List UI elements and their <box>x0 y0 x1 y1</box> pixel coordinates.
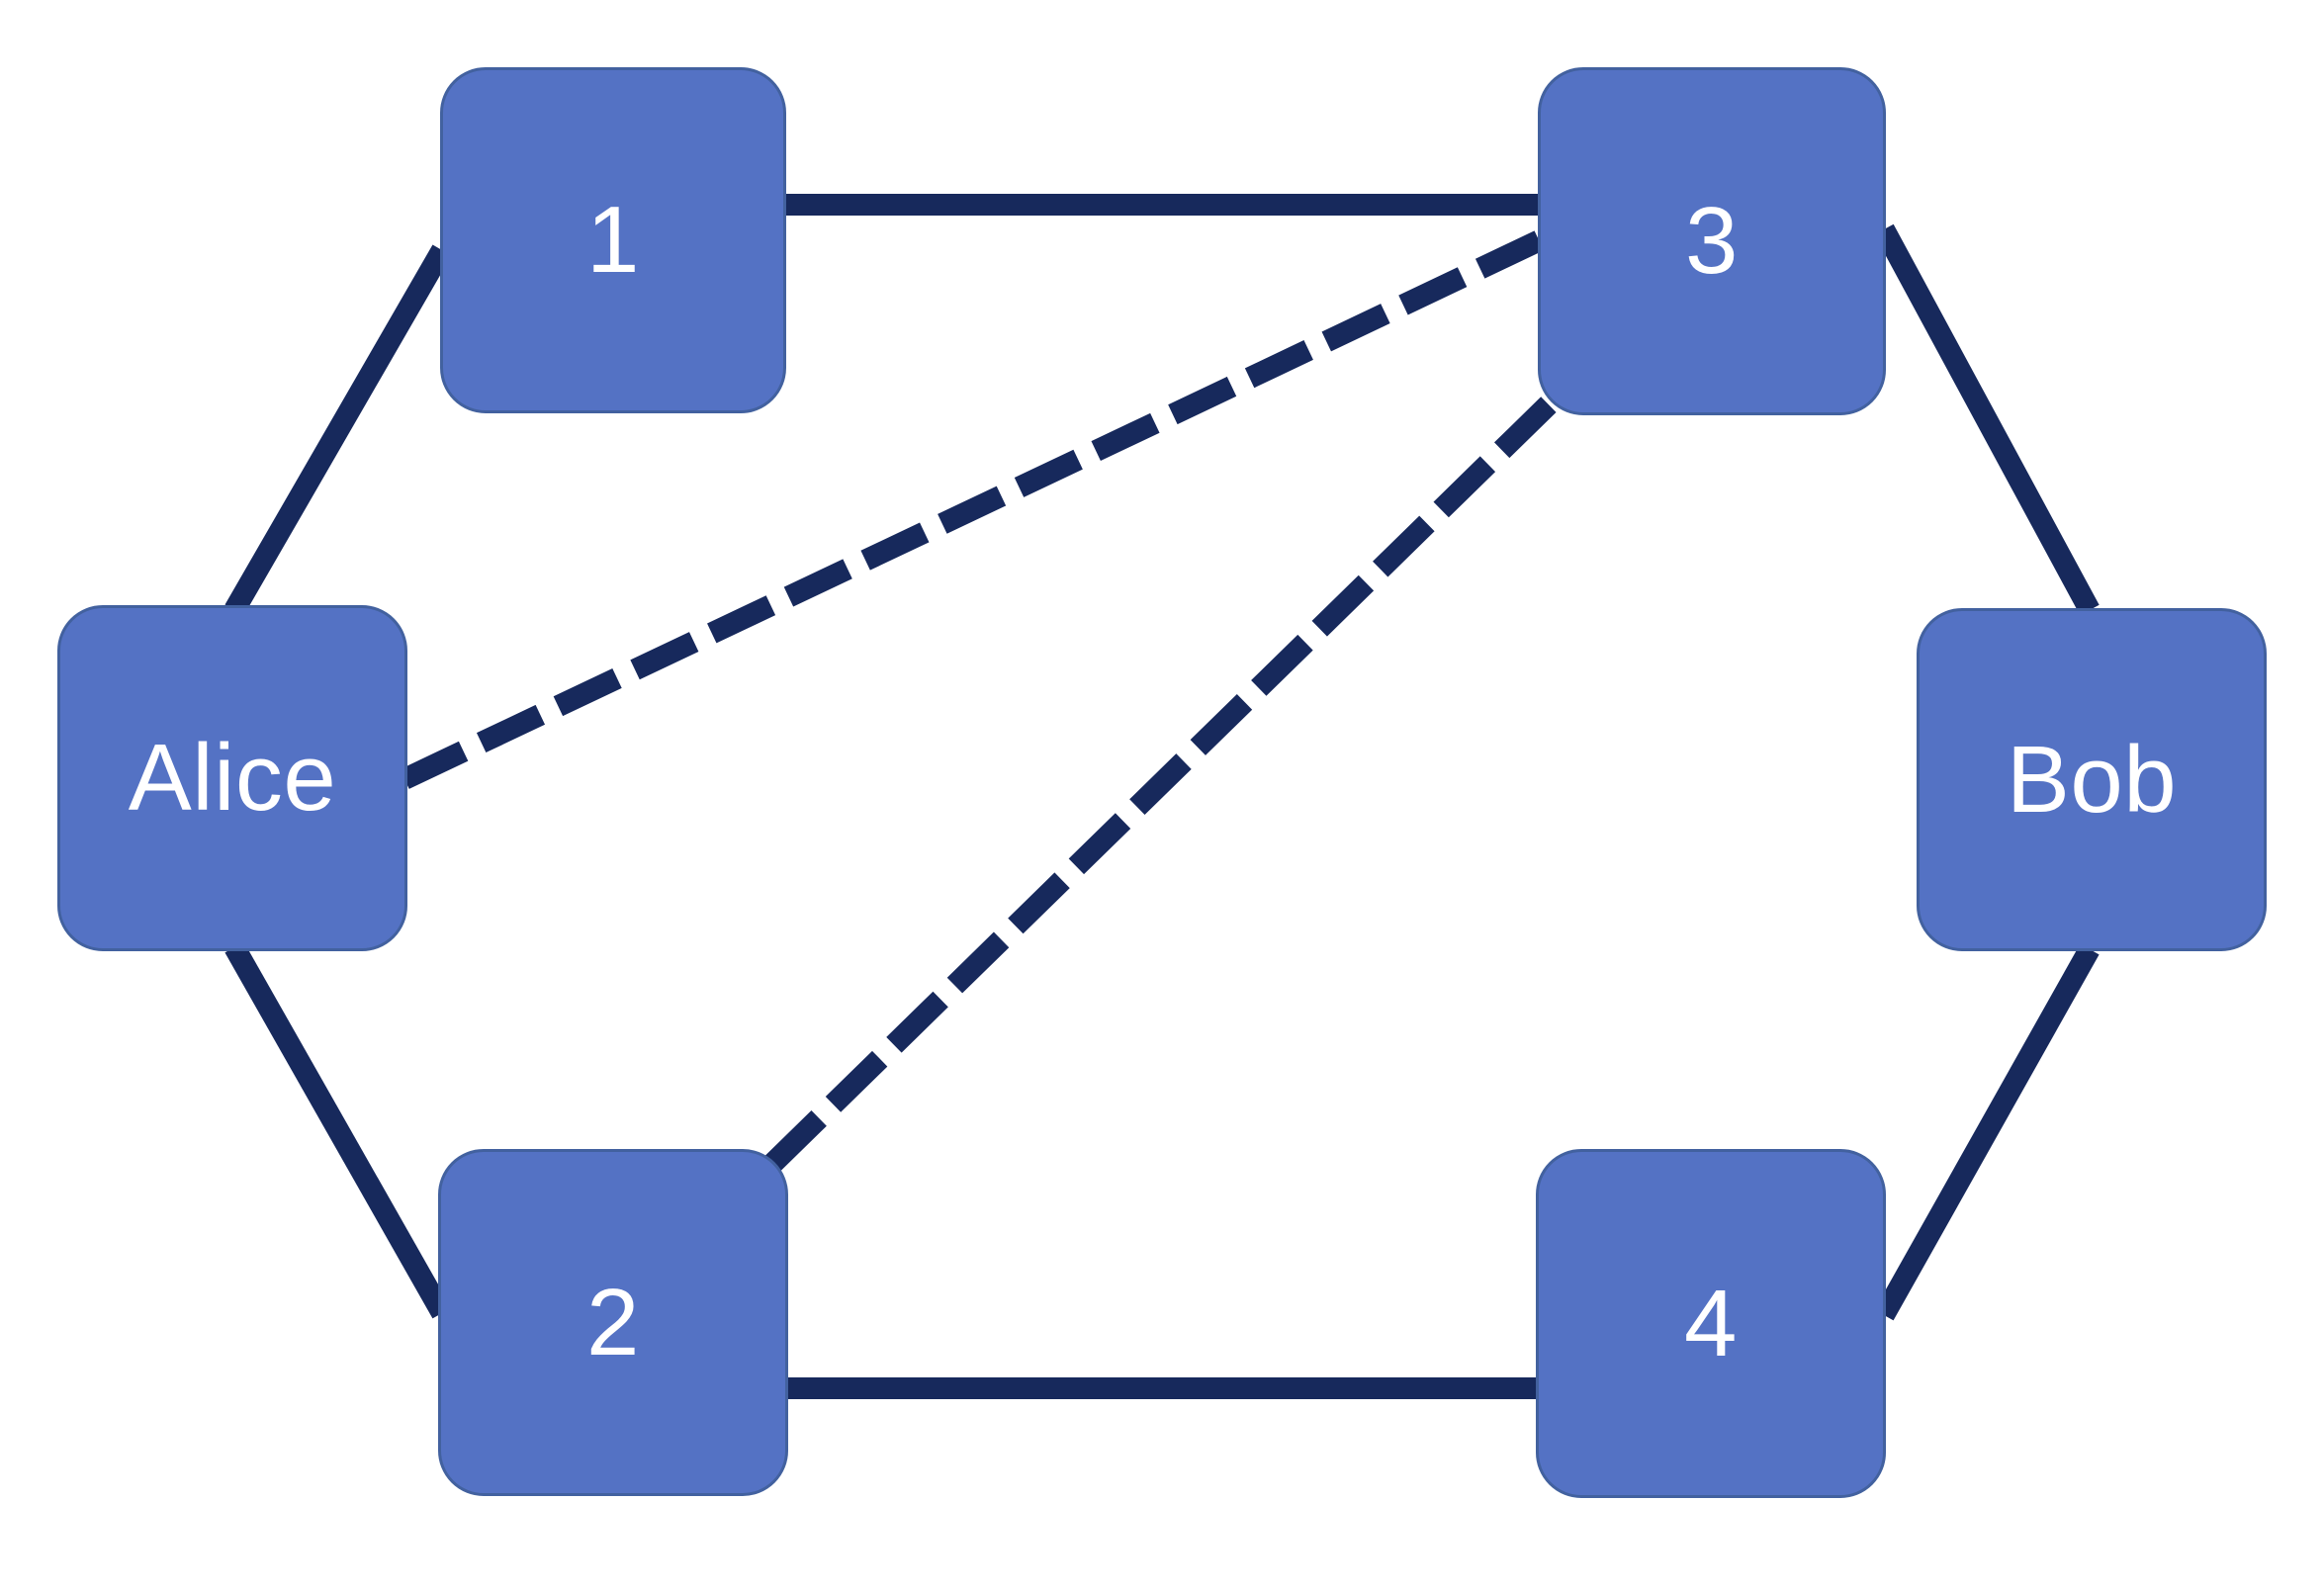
graph-node-alice[interactable]: Alice <box>57 605 407 951</box>
node-label: 1 <box>586 187 640 293</box>
graph-node-n1[interactable]: 1 <box>440 67 786 413</box>
node-label: Bob <box>2006 726 2178 833</box>
node-label: 3 <box>1685 188 1739 294</box>
graph-node-n3[interactable]: 3 <box>1538 67 1886 415</box>
graph-node-n2[interactable]: 2 <box>438 1149 788 1496</box>
node-label: 2 <box>586 1269 640 1375</box>
graph-node-n4[interactable]: 4 <box>1536 1149 1886 1498</box>
node-label: Alice <box>128 725 337 831</box>
node-label: 4 <box>1684 1270 1738 1376</box>
graph-node-bob[interactable]: Bob <box>1917 608 2267 951</box>
